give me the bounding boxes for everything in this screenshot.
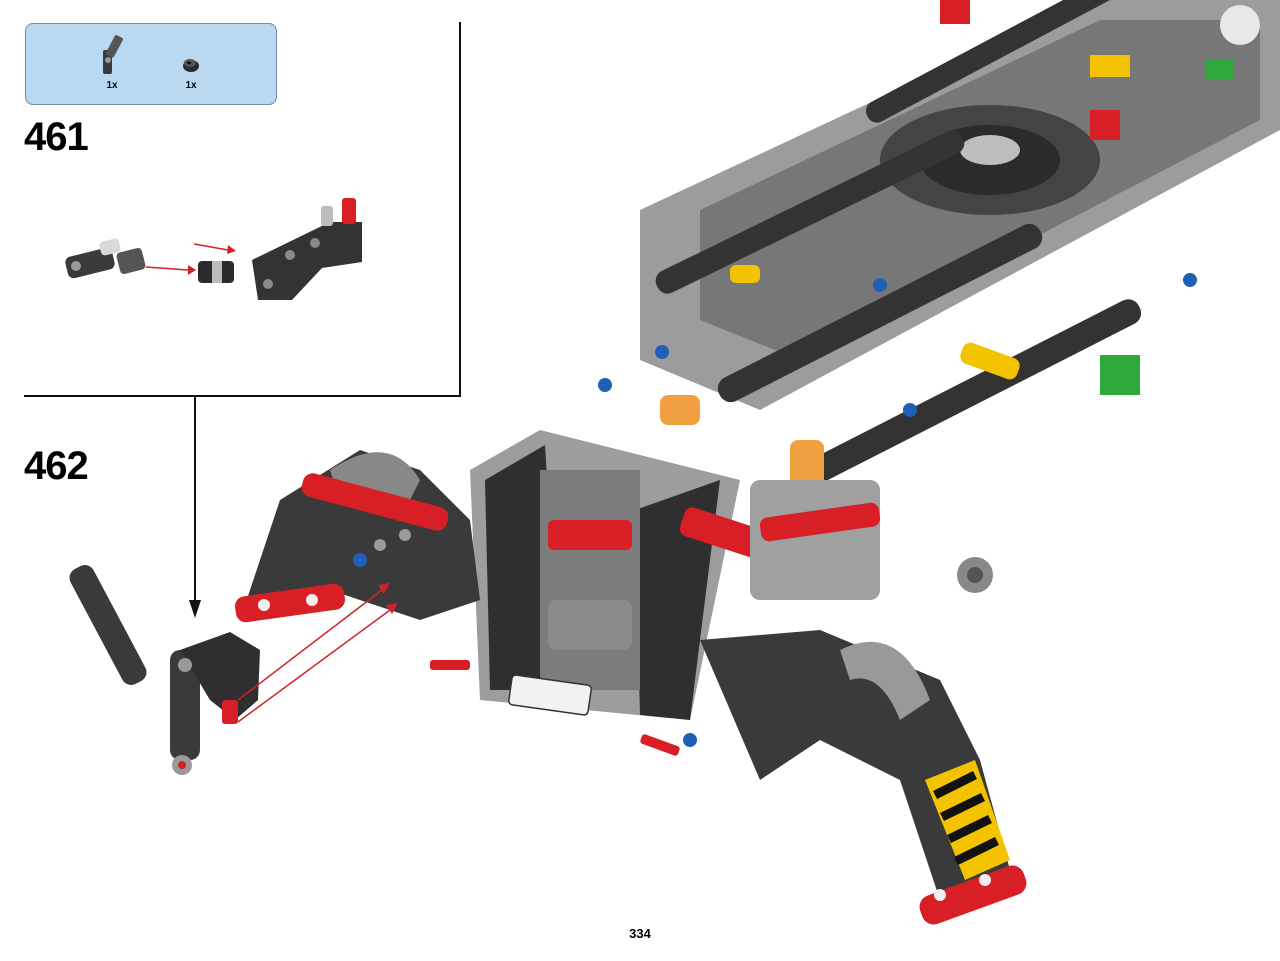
- page-number: 334: [629, 926, 651, 941]
- inset-frame-bottom: [24, 395, 461, 397]
- angle-connector-icon: [103, 35, 123, 74]
- part-qty: 1x: [185, 80, 197, 91]
- angle-connector-part: [65, 238, 146, 279]
- step-number-462: 462: [24, 444, 89, 488]
- attach-line: [194, 396, 196, 601]
- part-qty: 1x: [106, 80, 118, 91]
- inset-frame-right: [459, 22, 461, 396]
- parts-list-callout: 1x 1x: [25, 23, 277, 105]
- right-leg-assembly: [430, 630, 1027, 925]
- bush-part: [198, 261, 234, 283]
- attached-subassembly: [69, 565, 260, 775]
- attach-arrow-icon: [189, 600, 201, 618]
- step-number-461: 461: [24, 115, 89, 159]
- part-angle-connector: 1x: [92, 32, 132, 91]
- insert-arrow-icon: [237, 583, 398, 723]
- chassis-frame: [598, 0, 1280, 490]
- front-frame: [470, 430, 993, 720]
- liftarm-part: [252, 198, 362, 300]
- left-leg-assembly: [235, 450, 480, 623]
- insert-arrow-icon: [145, 243, 236, 275]
- bush-icon: [183, 59, 199, 72]
- part-bush: 1x: [171, 32, 211, 91]
